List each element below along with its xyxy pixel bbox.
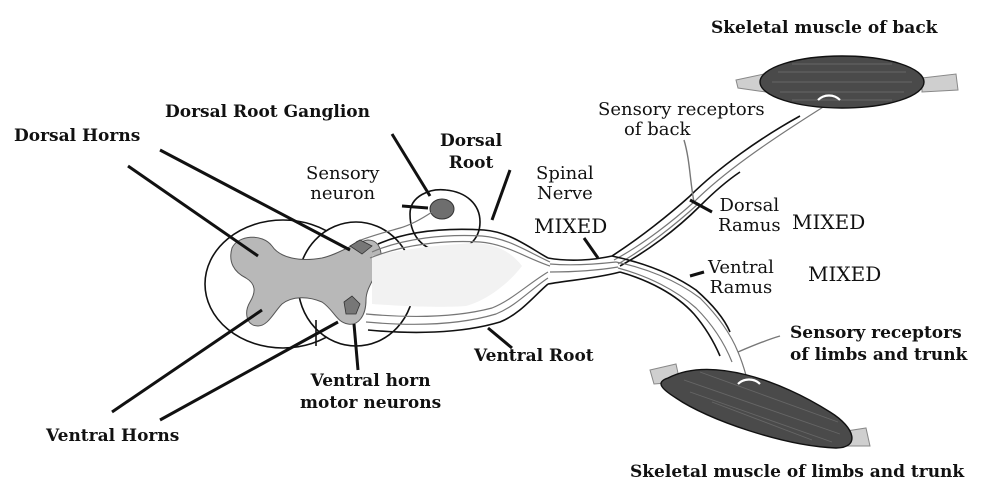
- label-ventral-ramus: Ventral Ramus: [708, 258, 774, 298]
- label-dorsal-root-line1: Dorsal: [440, 130, 502, 152]
- muscle-back-right-tendon: [922, 74, 958, 92]
- label-ventral-horn-motor-line2: motor neurons: [300, 392, 441, 414]
- skeletal-muscle-back: [736, 56, 958, 108]
- leader-dorsal-ramus: [690, 200, 712, 212]
- spinal-nerve-fiber-2: [550, 267, 618, 272]
- label-ventral-ramus-mixed: MIXED: [808, 262, 881, 286]
- leader-sensory-neuron: [402, 206, 428, 208]
- spinal-nerve-bottom-edge: [548, 272, 620, 284]
- spinal-nerve-top-edge: [548, 256, 612, 260]
- label-dorsal-root-line2: Root: [440, 152, 502, 174]
- label-sensory-neuron-line2: neuron: [306, 184, 379, 204]
- label-dorsal-ramus: Dorsal Ramus: [718, 196, 781, 236]
- leader-dorsal-root-ganglion: [392, 134, 430, 196]
- label-dorsal-root-ganglion: Dorsal Root Ganglion: [165, 102, 370, 122]
- label-ventral-horn-motor-neurons: Ventral horn motor neurons: [300, 370, 441, 414]
- label-sensory-neuron-line1: Sensory: [306, 164, 379, 184]
- label-spinal-nerve-line1: Spinal: [536, 164, 594, 184]
- label-ventral-ramus-line2: Ramus: [708, 278, 774, 298]
- label-dorsal-root: Dorsal Root: [440, 130, 502, 174]
- label-spinal-nerve: Spinal Nerve: [536, 164, 594, 204]
- label-sensory-neuron: Sensory neuron: [306, 164, 379, 204]
- leader-spinal-nerve: [584, 238, 598, 258]
- sensory-fiber-back: [684, 140, 694, 202]
- label-spinal-nerve-line2: Nerve: [536, 184, 594, 204]
- spinal-nerve-fiber-1: [550, 262, 616, 265]
- leader-dorsal-root: [492, 170, 510, 220]
- sensory-neuron-cell-body: [430, 199, 454, 219]
- label-dorsal-ramus-line1: Dorsal: [718, 196, 781, 216]
- label-sensory-receptors-back-line2: of back: [598, 120, 765, 140]
- label-sensory-receptors-back-line1: Sensory receptors: [598, 100, 765, 120]
- leader-ventral-horns-1: [112, 310, 262, 412]
- label-spinal-nerve-mixed: MIXED: [534, 214, 607, 238]
- label-skeletal-muscle-limbs: Skeletal muscle of limbs and trunk: [630, 462, 964, 482]
- label-ventral-ramus-line1: Ventral: [708, 258, 774, 278]
- leader-ventral-ramus: [690, 272, 704, 276]
- label-sensory-receptors-limbs-line2: of limbs and trunk: [790, 344, 967, 366]
- label-dorsal-ramus-line2: Ramus: [718, 216, 781, 236]
- root-region-fill: [372, 243, 522, 307]
- label-sensory-receptors-limbs: Sensory receptors of limbs and trunk: [790, 322, 967, 366]
- label-ventral-root: Ventral Root: [474, 346, 594, 366]
- label-dorsal-horns: Dorsal Horns: [14, 126, 140, 146]
- skeletal-muscle-limbs: [650, 364, 870, 448]
- sensory-fiber-limbs: [738, 336, 780, 352]
- ventral-ramus-lower-edge: [620, 272, 720, 356]
- dorsal-ramus-fiber-2: [618, 204, 698, 264]
- leader-dorsal-horns-1: [128, 166, 258, 256]
- label-ventral-horns: Ventral Horns: [46, 426, 179, 446]
- label-sensory-receptors-back: Sensory receptors of back: [598, 100, 765, 140]
- label-ventral-horn-motor-line1: Ventral horn: [300, 370, 441, 392]
- label-sensory-receptors-limbs-line1: Sensory receptors: [790, 322, 967, 344]
- label-skeletal-muscle-back: Skeletal muscle of back: [711, 18, 937, 38]
- spinal-nerve-trunk: [548, 256, 620, 284]
- leader-ventral-root: [488, 328, 512, 348]
- label-dorsal-ramus-mixed: MIXED: [792, 210, 865, 234]
